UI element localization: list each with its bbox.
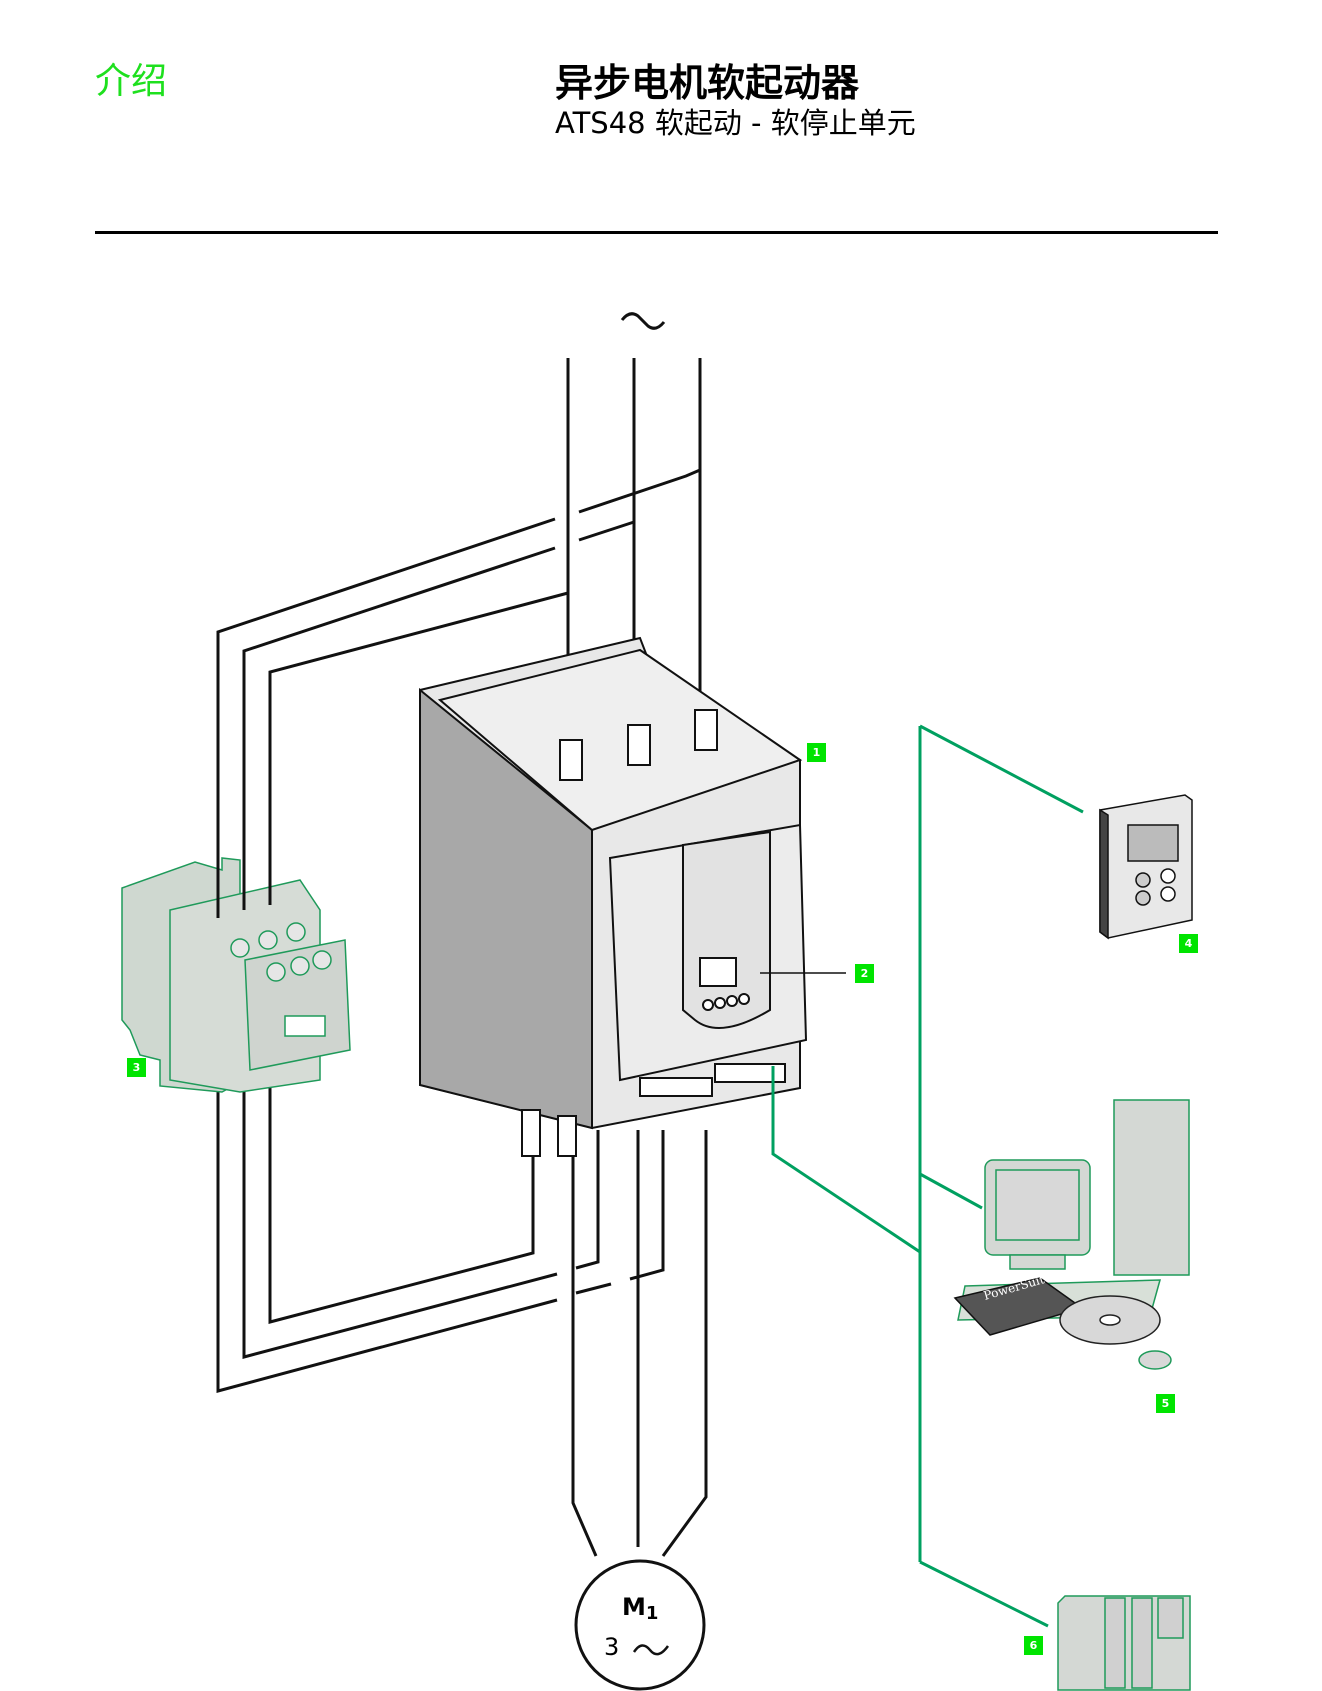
bypass-wires-bottom (216, 1080, 665, 1393)
ac-supply-icon (620, 312, 666, 330)
callout-tag-6: 6 (1024, 1636, 1043, 1655)
page-subtitle: ATS48 软起动 - 软停止单元 (555, 106, 916, 140)
callout-tag-3: 3 (127, 1058, 146, 1077)
page-title: 异步电机软起动器 (555, 61, 860, 105)
callout-tag-2: 2 (855, 964, 874, 983)
callout-tag-5: 5 (1156, 1394, 1175, 1413)
motor-phase-label: 3 (604, 1633, 620, 1661)
communication-bus (771, 724, 1084, 1628)
header-divider (95, 231, 1218, 234)
callout-tag-4: 4 (1179, 934, 1198, 953)
soft-starter-illustration (419, 636, 808, 1157)
bypass-wires-top (216, 468, 701, 918)
section-label: 介绍 (95, 61, 168, 102)
pc-illustration (953, 1099, 1190, 1370)
motor-wires (571, 1130, 708, 1557)
contactor-wires (216, 840, 272, 918)
callout-tag-1: 1 (807, 743, 826, 762)
motor-symbol (574, 1559, 706, 1691)
contactor-illustration (121, 857, 351, 1093)
motor-label: M1 (622, 1593, 659, 1624)
plc-illustration (1057, 1595, 1191, 1691)
motor-ac-icon (632, 1644, 670, 1656)
remote-terminal-illustration (1099, 794, 1193, 940)
